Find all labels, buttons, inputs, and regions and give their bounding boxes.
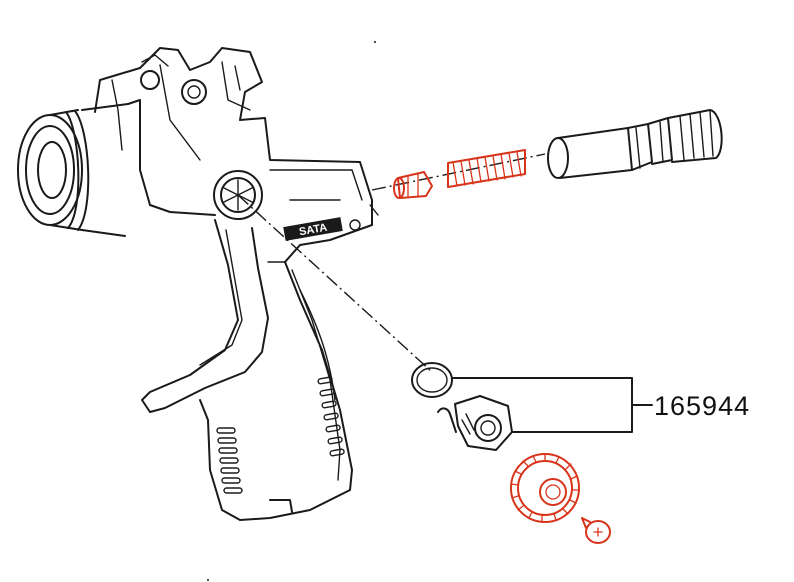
axis-line-upper [371, 153, 546, 191]
callout-bracket [451, 377, 653, 433]
nozzle-sleeve [393, 171, 433, 199]
air-cap [17, 103, 129, 237]
valve-fitting [437, 395, 513, 451]
o-ring [411, 362, 453, 398]
brand-badge: SATA [283, 217, 343, 241]
adjust-knob [510, 453, 580, 523]
brand-badge-text: SATA [298, 222, 328, 239]
handle [199, 261, 353, 521]
grip-ribs-left [216, 427, 243, 494]
top-knob [181, 79, 207, 105]
gun-head-outline [94, 47, 373, 263]
part-number-label: 165944 [654, 391, 751, 421]
needle-adjust-assembly [547, 109, 723, 179]
spring [447, 149, 526, 188]
trigger [141, 219, 269, 413]
grip-ribs-right [317, 376, 345, 457]
retaining-screw [581, 517, 611, 544]
spray-gun-body: SATA [17, 47, 379, 521]
axis-line-lower [237, 194, 433, 373]
